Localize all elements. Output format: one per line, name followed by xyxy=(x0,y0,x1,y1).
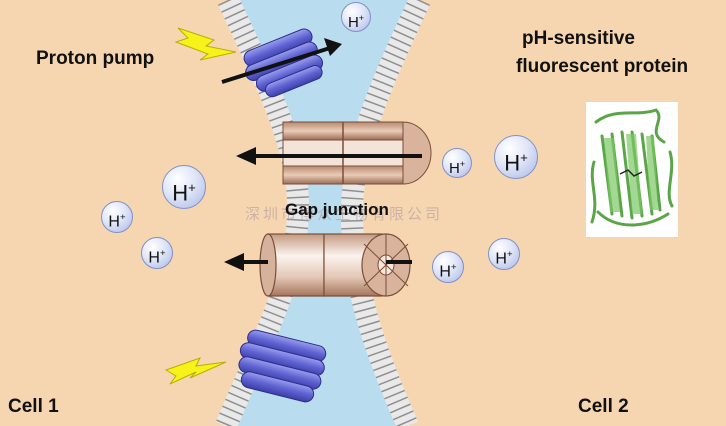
lightning-bolt-icon xyxy=(164,357,227,385)
gap-junction-label: Gap junction xyxy=(285,200,389,219)
gap-junction-channel-icon xyxy=(282,121,432,185)
hydrogen-ion: H+ xyxy=(341,2,371,32)
hydrogen-ion: H+ xyxy=(432,251,464,283)
ion-charge: + xyxy=(188,180,196,195)
hydrogen-ion: H+ xyxy=(494,135,538,179)
ion-symbol: H xyxy=(172,180,189,206)
ion-charge: + xyxy=(358,13,365,23)
watermark-text: 深圳市博众生物有限公司 xyxy=(245,205,444,223)
ion-symbol: H xyxy=(108,213,120,231)
hydrogen-ion: H+ xyxy=(488,238,520,270)
ion-charge: + xyxy=(119,212,126,223)
ion-charge: + xyxy=(159,248,166,259)
lightning-bolt-icon xyxy=(174,27,237,61)
hydrogen-ion: H+ xyxy=(162,165,206,209)
ion-charge: + xyxy=(450,262,457,273)
ion-symbol: H xyxy=(347,14,359,31)
arrow-left-icon xyxy=(224,253,268,271)
ion-symbol: H xyxy=(439,263,451,281)
arrow-left-icon xyxy=(236,147,422,165)
cell-2-label: Cell 2 xyxy=(578,396,629,417)
hydrogen-ion: H+ xyxy=(101,201,133,233)
proton-pump-label: Proton pump xyxy=(36,48,155,69)
ph-sensitive-label-line1: pH-sensitive xyxy=(522,28,635,49)
proton-pump-icon xyxy=(238,329,327,403)
ion-charge: + xyxy=(520,150,528,165)
ion-symbol: H xyxy=(448,160,460,177)
ph-sensitive-label-line2: fluorescent protein xyxy=(516,56,689,77)
ion-symbol: H xyxy=(504,150,521,176)
ion-symbol: H xyxy=(495,250,507,268)
ion-symbol: H xyxy=(148,249,160,267)
ion-charge: + xyxy=(506,249,513,260)
fluorescent-protein-structure-icon xyxy=(586,102,678,237)
cell-2-membrane-heads xyxy=(340,0,430,426)
hydrogen-ion: H+ xyxy=(442,148,472,178)
gap-junction-channel-icon xyxy=(259,233,411,297)
pump-arrow-icon xyxy=(221,38,342,84)
cell-1-membrane-heads xyxy=(215,0,310,426)
ion-charge: + xyxy=(459,159,466,169)
hydrogen-ion: H+ xyxy=(141,237,173,269)
cell-1-label: Cell 1 xyxy=(8,396,59,417)
